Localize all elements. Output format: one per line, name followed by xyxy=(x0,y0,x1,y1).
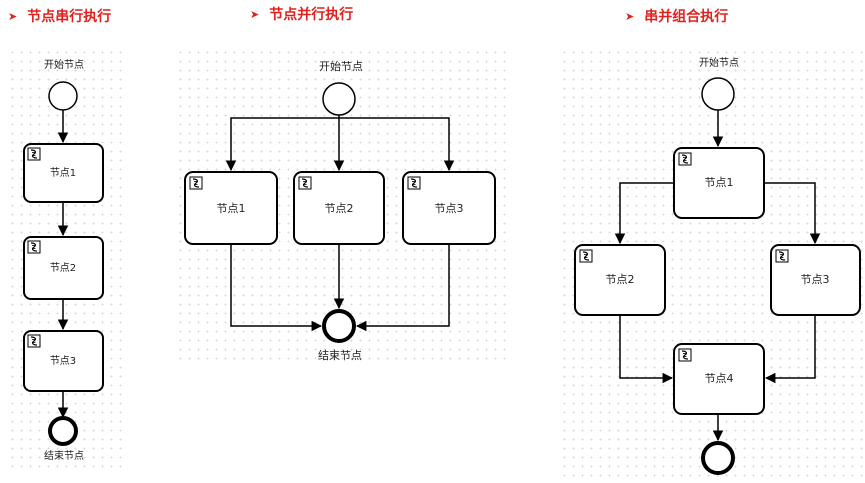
combined-task-4-label: 节点4 xyxy=(705,372,734,385)
combined-diagram: 开始节点 节点1 节点2 节点3 节点4 xyxy=(574,56,861,475)
parallel-task-3-label: 节点3 xyxy=(435,202,464,215)
script-icon xyxy=(27,147,41,161)
combined-start-label: 开始节点 xyxy=(699,56,739,69)
combined-task-3-label: 节点3 xyxy=(801,273,830,286)
combined-edge-2-4 xyxy=(619,315,674,384)
heading-serial-text: 节点串行执行 xyxy=(27,9,112,25)
serial-end-event[interactable] xyxy=(48,416,78,446)
parallel-diagram: 开始节点 节点1 节点2 节点3 结束节点 xyxy=(184,59,496,362)
heading-combined: ➤ 串并组合执行 xyxy=(625,6,728,26)
serial-start-label: 开始节点 xyxy=(44,58,84,71)
arrow-bullet-icon: ➤ xyxy=(625,9,635,23)
parallel-edge-3-end xyxy=(355,244,450,332)
arrow-bullet-icon: ➤ xyxy=(250,7,260,21)
combined-task-2-label: 节点2 xyxy=(606,273,635,286)
heading-serial: ➤ 节点串行执行 xyxy=(8,6,111,26)
serial-task-3-label: 节点3 xyxy=(50,355,76,367)
serial-diagram: 开始节点 节点1 节点2 节点3 结束节点 xyxy=(23,58,104,462)
parallel-start-label: 开始节点 xyxy=(319,59,363,73)
parallel-edge-1-end xyxy=(230,244,323,332)
parallel-edge-start-1 xyxy=(225,117,339,172)
script-icon xyxy=(298,176,312,190)
combined-task-1-label: 节点1 xyxy=(705,176,734,189)
heading-parallel: ➤ 节点并行执行 xyxy=(250,4,353,24)
script-icon xyxy=(678,348,692,362)
combined-task-4[interactable] xyxy=(673,343,765,415)
serial-task-2-label: 节点2 xyxy=(50,262,76,274)
combined-edge-3-4 xyxy=(764,315,816,384)
parallel-task-1-label: 节点1 xyxy=(217,202,246,215)
combined-end-event[interactable] xyxy=(701,441,735,475)
combined-edge-1-2 xyxy=(614,182,674,245)
arrow-bullet-icon: ➤ xyxy=(8,9,18,23)
serial-start-event[interactable] xyxy=(48,81,78,111)
parallel-end-label: 结束节点 xyxy=(318,349,362,362)
parallel-task-2-label: 节点2 xyxy=(325,202,354,215)
script-icon xyxy=(775,249,789,263)
heading-combined-text: 串并组合执行 xyxy=(644,9,729,25)
script-icon xyxy=(678,152,692,166)
parallel-start-event[interactable] xyxy=(322,82,356,116)
parallel-end-event[interactable] xyxy=(322,309,356,343)
script-icon xyxy=(27,334,41,348)
script-icon xyxy=(189,176,203,190)
script-icon xyxy=(579,249,593,263)
serial-task-1-label: 节点1 xyxy=(50,167,76,179)
combined-edge-1-3 xyxy=(764,182,821,245)
heading-parallel-text: 节点并行执行 xyxy=(269,7,354,23)
combined-start-event[interactable] xyxy=(701,77,735,111)
parallel-edge-start-3 xyxy=(339,117,455,172)
script-icon xyxy=(27,240,41,254)
script-icon xyxy=(407,176,421,190)
serial-end-label: 结束节点 xyxy=(44,449,84,462)
